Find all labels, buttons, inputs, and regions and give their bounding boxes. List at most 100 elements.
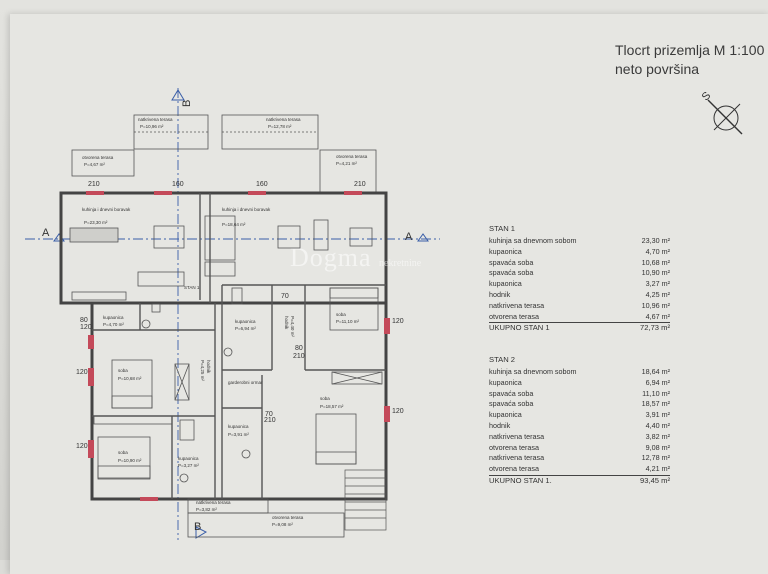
row-label: kupaonica bbox=[489, 377, 522, 387]
label-kuhinja-1: kuhinja i dnevni boravak bbox=[82, 207, 131, 212]
label-stan-mark: STAN 1 bbox=[184, 285, 200, 290]
dim-120-c: 120 bbox=[76, 443, 88, 450]
section-b-bottom: B bbox=[194, 521, 201, 533]
dim-160-a: 160 bbox=[172, 181, 184, 188]
label-kupaonica-3: kupaonica bbox=[228, 424, 249, 429]
table-total-row: UKUPNO STAN 1. 93,45 m² bbox=[489, 474, 670, 487]
row-label: hodnik bbox=[489, 289, 511, 299]
dim-80-b: 80 bbox=[295, 345, 303, 352]
label-area-nt2: P=12,78 m² bbox=[268, 124, 292, 129]
table-row: hodnik 4,25 m² bbox=[489, 290, 670, 301]
table-row: otvorena terasa 4,21 m² bbox=[489, 464, 670, 475]
row-value: 10,90 m² bbox=[641, 268, 670, 278]
watermark: Dogma nekretnine bbox=[290, 243, 421, 273]
label-soba-1: soba bbox=[336, 312, 346, 317]
label-area-ot3: P=9,08 m² bbox=[272, 522, 293, 527]
row-label: spavaća soba bbox=[489, 399, 534, 409]
row-label: otvorena terasa bbox=[489, 311, 539, 321]
row-label: spavaća soba bbox=[489, 268, 534, 278]
dim-210-a: 210 bbox=[88, 181, 100, 188]
row-label: kuhinja sa dnevnom sobom bbox=[489, 236, 577, 245]
label-area-s3: P=18,57 m² bbox=[320, 404, 344, 409]
label-hodnik-2: hodnik bbox=[206, 360, 211, 374]
row-value: 4,25 m² bbox=[645, 289, 670, 299]
windows bbox=[86, 191, 390, 501]
table-row: spavaća soba 11,10 m² bbox=[489, 389, 670, 400]
total-value: 93,45 m² bbox=[640, 475, 670, 485]
label-hodnik-1: hodnik bbox=[284, 316, 289, 330]
dim-70-a: 70 bbox=[281, 293, 289, 300]
row-label: spavaća soba bbox=[489, 388, 534, 398]
label-area-h2: P=4,25 m² bbox=[200, 360, 205, 381]
row-value: 10,68 m² bbox=[641, 257, 670, 267]
row-value: 6,94 m² bbox=[645, 377, 670, 387]
row-label: kupaonica bbox=[489, 246, 522, 256]
label-otvorena-terasa-2: otvorena terasa bbox=[336, 154, 368, 159]
watermark-tag: nekretnine bbox=[379, 258, 422, 269]
row-value: 4,21 m² bbox=[645, 464, 670, 474]
row-label: kupaonica bbox=[489, 279, 522, 289]
row-value: 23,30 m² bbox=[641, 236, 670, 245]
label-area-nt1: P=10,96 m² bbox=[140, 124, 164, 129]
label-area-s1: P=11,10 m² bbox=[336, 319, 360, 324]
row-label: otvorena terasa bbox=[489, 464, 539, 474]
label-area-kup4: P=3,27 m² bbox=[178, 463, 199, 468]
table-row: spavaća soba 10,90 m² bbox=[489, 268, 670, 279]
row-value: 3,27 m² bbox=[645, 279, 670, 289]
row-value: 4,40 m² bbox=[645, 420, 670, 430]
label-kupaonica-2: kupaonica bbox=[235, 319, 256, 324]
label-kupaonica-4: kupaonica bbox=[178, 456, 199, 461]
row-value: 12,78 m² bbox=[641, 453, 670, 463]
table-row: natkrivena terasa 12,78 m² bbox=[489, 453, 670, 464]
table-row: spavaća soba 10,68 m² bbox=[489, 258, 670, 269]
label-area-ot2: P=4,21 m² bbox=[336, 161, 357, 166]
dim-120-e: 120 bbox=[392, 408, 404, 415]
label-natkrivena-terasa-3: natkrivena terasa bbox=[196, 500, 231, 505]
row-value: 3,82 m² bbox=[645, 431, 670, 441]
row-label: natkrivena terasa bbox=[489, 453, 545, 463]
section-line-b: B B bbox=[171, 88, 208, 540]
section-a-right: A bbox=[405, 231, 413, 243]
label-area-ot1: P=4,67 m² bbox=[84, 162, 105, 167]
row-label: spavaća soba bbox=[489, 257, 534, 267]
label-soba-4: soba bbox=[118, 450, 128, 455]
label-area-kup1: P=4,70 m² bbox=[103, 322, 124, 327]
table-row: kuhinja sa dnevnom sobom 23,30 m² bbox=[489, 236, 670, 247]
label-area-k1: P=23,30 m² bbox=[84, 220, 108, 225]
dim-210-d: 210 bbox=[264, 417, 276, 424]
drawing-subtitle: neto površina bbox=[615, 61, 700, 77]
north-arrow-icon: S bbox=[700, 90, 743, 135]
table-row: otvorena terasa 4,67 m² bbox=[489, 312, 670, 323]
bottom-terraces bbox=[187, 498, 345, 538]
dim-210-c: 210 bbox=[293, 353, 305, 360]
label-area-kup2: P=6,94 m² bbox=[235, 326, 256, 331]
table-row: kupaonica 6,94 m² bbox=[489, 378, 670, 389]
top-terraces bbox=[71, 114, 377, 195]
label-area-kup3: P=3,91 m² bbox=[228, 432, 249, 437]
label-area-h1: P=4,40 m² bbox=[290, 316, 295, 337]
label-area-k2: P=18,64 m² bbox=[222, 222, 246, 227]
section-b-top: B bbox=[181, 100, 193, 107]
label-natkrivena-terasa-2: natkrivena terasa bbox=[266, 117, 301, 122]
row-value: 11,10 m² bbox=[642, 388, 670, 398]
row-value: 18,64 m² bbox=[641, 367, 670, 376]
total-label: UKUPNO STAN 1 bbox=[489, 323, 550, 333]
row-label: kuhinja sa dnevnom sobom bbox=[489, 367, 577, 376]
north-letter: S bbox=[700, 90, 714, 104]
label-area-s4: P=10,90 m² bbox=[118, 458, 142, 463]
row-label: natkrivena terasa bbox=[489, 300, 545, 310]
total-label: UKUPNO STAN 1. bbox=[489, 475, 552, 485]
table-row: kuhinja sa dnevnom sobom 18,64 m² bbox=[489, 367, 670, 378]
paper-sheet bbox=[10, 14, 768, 574]
label-area-s2: P=10,68 m² bbox=[118, 376, 142, 381]
dim-120-b: 120 bbox=[76, 369, 88, 376]
row-value: 4,67 m² bbox=[645, 311, 670, 321]
